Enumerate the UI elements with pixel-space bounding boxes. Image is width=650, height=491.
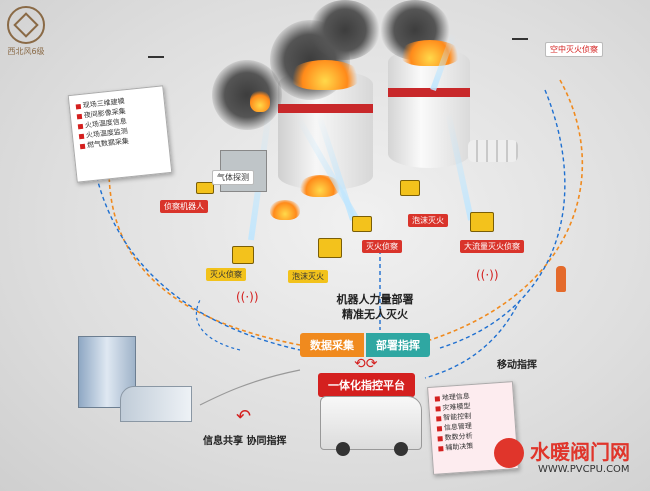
sync-arrows-icon: ⟲⟳: [354, 356, 378, 372]
integrated-platform: 一体化指控平台: [318, 373, 415, 397]
tag-fire-scout-left: 灭火侦察: [206, 268, 246, 281]
center-caption: 机器人力量部署 精准无人灭火: [320, 292, 430, 322]
watermark-logo-icon: [494, 438, 524, 468]
drone-icon: [512, 38, 528, 48]
share-arrow-icon: ↶: [236, 406, 252, 427]
fire-flame: [270, 200, 300, 220]
building-annex: [120, 386, 192, 422]
center-line1: 机器人力量部署: [336, 293, 414, 306]
logo-text: 西北风6级: [7, 47, 45, 56]
center-line2: 精准无人灭火: [342, 308, 408, 321]
tag-gas-detect: 气体探测: [212, 170, 254, 185]
command-vehicle: [320, 396, 422, 450]
tag-foam-fire: 泡沫灭火: [408, 214, 448, 227]
brand-logo: 西北风6级: [6, 6, 46, 58]
fire-robot: [352, 216, 372, 232]
compass-icon: [7, 6, 45, 44]
tag-scout-robot: 侦察机器人: [160, 200, 208, 213]
fire-robot: [470, 212, 494, 232]
fire-robot: [318, 238, 342, 258]
left-checklist-card: 现场三维建模 夜间影像采集 火场温度信息 火场温度监测 燃气数据采集: [67, 85, 173, 183]
fire-robot: [232, 246, 254, 264]
info-share-label: 信息共享 协同指挥: [203, 436, 287, 447]
signal-icon: ((·)): [476, 268, 499, 282]
fire-flame: [290, 60, 360, 90]
smoke-plume: [310, 0, 380, 60]
watermark-name: 水暖阀门网: [530, 440, 630, 464]
tag-air-scout: 空中灭火侦察: [545, 42, 603, 57]
fire-flame: [250, 90, 270, 112]
fire-robot: [400, 180, 420, 196]
chip-data-collect: 数据采集: [300, 333, 364, 357]
mobile-command-label: 移动指挥: [497, 360, 537, 371]
scout-robot: [196, 182, 214, 194]
firefighter-figure: [556, 266, 566, 292]
tag-fire-scout: 灭火侦察: [362, 240, 402, 253]
drone-icon: [148, 56, 164, 66]
tag-foam-fire-2: 泡沫灭火: [288, 270, 328, 283]
watermark: 水暖阀门网 WWW.PVCPU.COM: [494, 436, 644, 488]
tag-big-flow: 大流量灭火侦察: [460, 240, 524, 253]
vehicle-wheel: [336, 442, 350, 456]
container-stack: [468, 140, 518, 162]
vehicle-wheel: [394, 442, 408, 456]
chip-deploy: 部署指挥: [366, 333, 430, 357]
signal-icon: ((·)): [236, 290, 259, 304]
watermark-url: WWW.PVCPU.COM: [538, 464, 630, 475]
